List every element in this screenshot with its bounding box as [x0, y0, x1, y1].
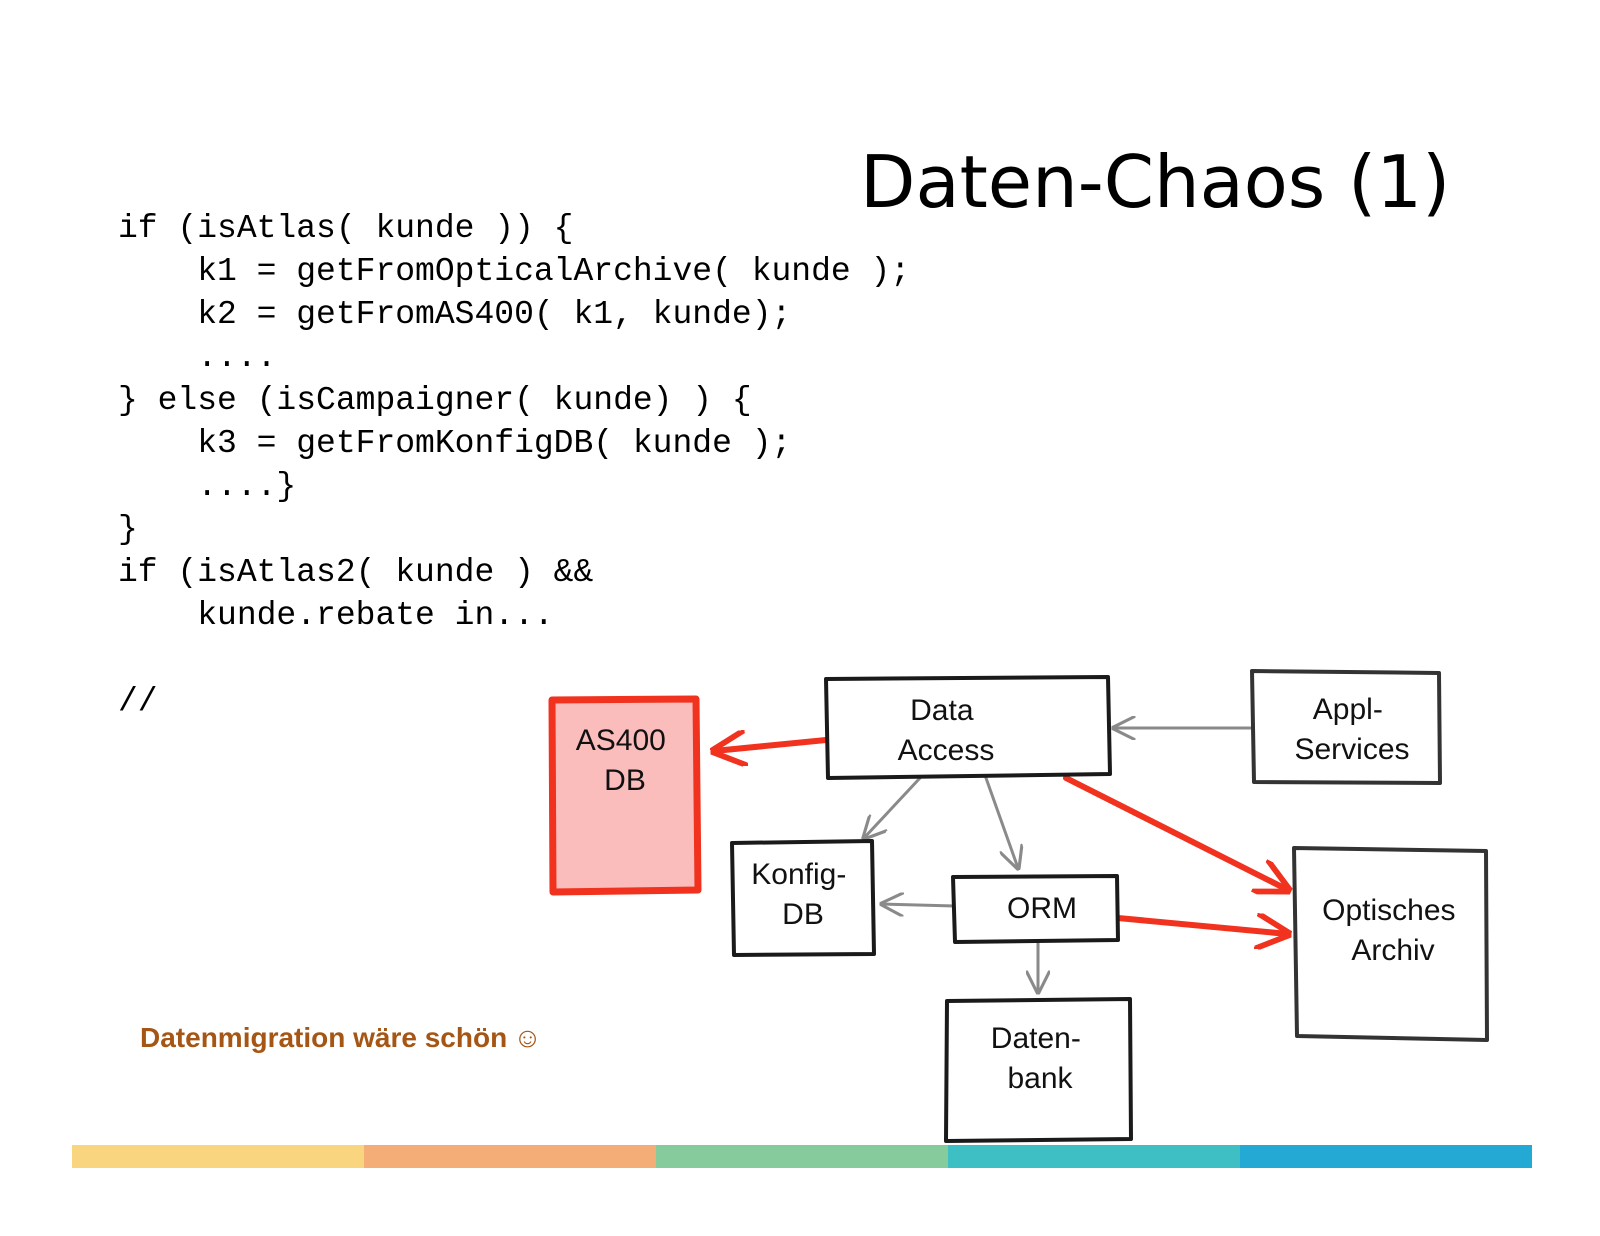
node-datenbank-box	[944, 997, 1133, 1143]
node-optisches-archiv: Optisches Archiv	[1292, 846, 1489, 1042]
node-optisches-archiv-box	[1292, 846, 1489, 1042]
color-bar-segment	[364, 1145, 656, 1168]
node-orm-label: ORM	[1007, 892, 1077, 925]
edges	[714, 728, 1288, 992]
callout-text: Datenmigration wäre schön	[140, 1022, 508, 1053]
node-datenbank-label: Daten- bank	[991, 1022, 1089, 1095]
node-label-line: bank	[1007, 1062, 1073, 1095]
code-line: kunde.rebate in...	[118, 597, 554, 634]
code-line: //	[118, 683, 158, 720]
node-label-line: Access	[898, 734, 995, 767]
node-as400-db-label: AS400 DB	[576, 724, 674, 797]
node-optisches-archiv-label: Optisches Archiv	[1322, 894, 1464, 967]
code-line: k2 = getFromAS400( k1, kunde);	[118, 296, 792, 333]
node-konfig-db: Konfig- DB	[730, 839, 876, 957]
edge-data-access-to-optisches-archiv	[1063, 775, 1288, 890]
migration-callout: Datenmigration wäre schön☺	[140, 1024, 542, 1052]
node-data-access-label: Data Access	[898, 694, 995, 767]
color-bar-segment	[948, 1145, 1240, 1168]
node-label-line: Services	[1294, 733, 1409, 766]
code-line: ....	[118, 339, 277, 376]
edge-data-access-to-as400	[714, 740, 829, 751]
code-line: }	[118, 511, 138, 548]
node-appl-services-box	[1250, 669, 1442, 785]
code-line: } else (isCampaigner( kunde) ) {	[118, 382, 752, 419]
edge-data-access-to-orm	[984, 776, 1018, 868]
code-line: ....}	[118, 468, 297, 505]
node-label-line: Archiv	[1351, 934, 1434, 967]
node-as400-db-box	[548, 695, 702, 896]
color-bar-segment	[656, 1145, 948, 1168]
node-label-line: DB	[604, 764, 646, 797]
edge-orm-to-optisches-archiv	[1115, 918, 1288, 934]
node-label-line: DB	[782, 898, 824, 931]
code-line: k3 = getFromKonfigDB( kunde );	[118, 425, 792, 462]
slide-title: Daten-Chaos (1)	[860, 140, 1451, 224]
edge-data-access-to-konfig-db	[864, 776, 922, 838]
node-orm: ORM	[951, 874, 1120, 944]
node-label-line: AS400	[576, 724, 666, 757]
edge-orm-to-konfig-db	[882, 904, 957, 906]
node-label-line: Data	[910, 694, 974, 727]
node-label-line: ORM	[1007, 892, 1077, 925]
code-line: if (isAtlas( kunde )) {	[118, 210, 574, 247]
node-as400-db: AS400 DB	[548, 695, 702, 896]
node-konfig-db-label: Konfig- DB	[751, 858, 854, 931]
code-line: k1 = getFromOpticalArchive( kunde );	[118, 253, 911, 290]
node-label-line: Daten-	[991, 1022, 1081, 1055]
node-appl-services-label: Appl- Services	[1294, 693, 1409, 766]
footer-color-bar	[72, 1145, 1532, 1168]
node-orm-box	[951, 874, 1120, 944]
smiley-icon: ☺	[513, 1022, 542, 1053]
node-datenbank: Daten- bank	[944, 997, 1133, 1143]
node-label-line: Optisches	[1322, 894, 1455, 927]
node-data-access-box	[824, 675, 1112, 780]
node-label-line: Appl-	[1313, 693, 1383, 726]
color-bar-segment	[1240, 1145, 1532, 1168]
node-data-access: Data Access	[824, 675, 1112, 780]
node-konfig-db-box	[730, 839, 876, 957]
color-bar-segment	[72, 1145, 364, 1168]
code-line: if (isAtlas2( kunde ) &&	[118, 554, 594, 591]
node-appl-services: Appl- Services	[1250, 669, 1442, 785]
node-label-line: Konfig-	[751, 858, 846, 891]
